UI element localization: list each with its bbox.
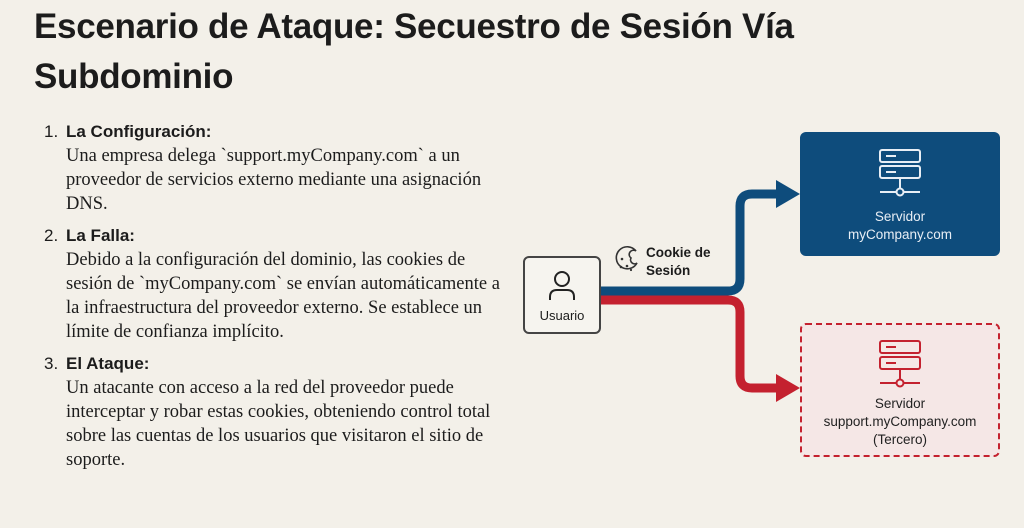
steps-list: 1. La Configuración: Una empresa delega `… [44, 120, 514, 480]
step-3: 3. El Ataque: Un atacante con acceso a la… [44, 352, 514, 472]
blue-arrowhead [776, 180, 800, 208]
server-support-thirdparty: Servidor support.myCompany.com (Tercero) [800, 323, 1000, 457]
step-number: 2. [44, 226, 59, 245]
user-label: Usuario [539, 308, 585, 323]
red-flow-arrow [600, 295, 778, 393]
step-heading: La Falla: [66, 226, 135, 245]
step-body: Un atacante con acceso a la red del prov… [66, 378, 491, 470]
step-number: 1. [44, 122, 59, 141]
cookie-icon [615, 245, 638, 272]
cookie-label: Cookie de Sesión [646, 244, 711, 280]
server-note: (Tercero) [872, 432, 927, 447]
step-2: 2. La Falla: Debido a la configuración de… [44, 224, 514, 344]
server-icon [879, 149, 921, 197]
step-body: Debido a la configuración del dominio, l… [66, 250, 500, 342]
user-icon [549, 271, 575, 300]
server-label: Servidor [874, 396, 926, 411]
cookie-label-line: Cookie de [646, 245, 711, 260]
red-arrowhead [776, 374, 800, 402]
page-title: Escenario de Ataque: Secuestro de Sesión… [34, 7, 794, 96]
server-domain: support.myCompany.com [823, 414, 977, 429]
step-heading: La Configuración: [66, 122, 212, 141]
server-label: Servidor [874, 209, 926, 224]
blue-flow-arrow [600, 189, 778, 296]
step-1: 1. La Configuración: Una empresa delega `… [44, 120, 514, 216]
server-domain: myCompany.com [847, 227, 953, 242]
user-node: Usuario [523, 256, 601, 334]
server-mycompany: Servidor myCompany.com [800, 132, 1000, 256]
step-heading: El Ataque: [66, 354, 150, 373]
server-icon [879, 340, 921, 388]
cookie-label-line: Sesión [646, 263, 691, 278]
step-body: Una empresa delega `support.myCompany.co… [66, 146, 482, 214]
step-number: 3. [44, 354, 59, 373]
